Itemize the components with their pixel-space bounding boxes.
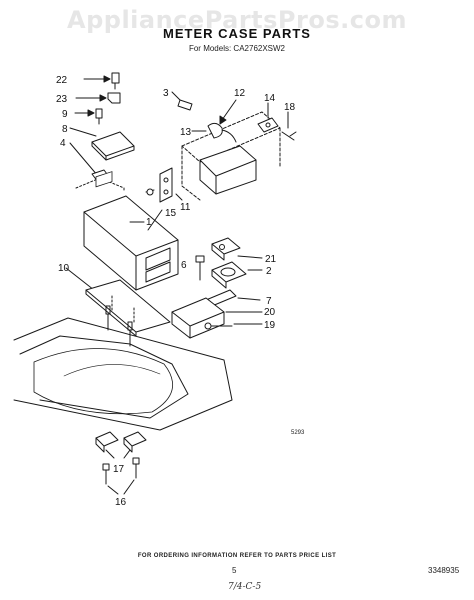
part-16-screws — [102, 457, 140, 495]
callout-11: 11 — [180, 202, 191, 213]
callout-7: 7 — [266, 296, 272, 307]
callout-13: 13 — [180, 127, 192, 138]
document-number: 3348935 — [428, 566, 460, 575]
part-8-plate — [69, 127, 135, 161]
part-14-switch — [257, 102, 279, 133]
part-13-connector — [191, 122, 237, 143]
handwritten-note: 7/4-C-5 — [228, 582, 262, 592]
part-18-screw — [281, 111, 297, 141]
callout-15: 15 — [165, 208, 177, 219]
callout-21: 21 — [265, 254, 277, 265]
callout-2: 2 — [266, 266, 272, 277]
page-title: METER CASE PARTS — [163, 26, 311, 41]
callout-23: 23 — [56, 94, 68, 105]
part-15-leader — [147, 209, 163, 231]
callout-8: 8 — [62, 124, 68, 135]
figure-number: 5293 — [291, 430, 305, 436]
callout-18: 18 — [284, 102, 296, 113]
part-10-mounting-plate — [65, 267, 171, 337]
part-7-cover — [205, 289, 261, 307]
part-11-bracket — [145, 167, 183, 203]
callout-12: 12 — [234, 88, 246, 99]
callout-16: 16 — [115, 497, 127, 508]
part-23-clip — [75, 92, 121, 104]
callout-10: 10 — [58, 263, 70, 274]
callout-3: 3 — [163, 88, 169, 99]
part-9-screw — [74, 108, 103, 125]
callout-6: 6 — [181, 260, 187, 271]
part-21-bracket — [211, 237, 263, 261]
ordering-note: FOR ORDERING INFORMATION REFER TO PARTS … — [137, 553, 337, 559]
callout-labels: 22 23 9 8 4 3 12 14 18 13 11 1 15 10 6 2… — [56, 75, 296, 508]
part-6-screw — [195, 255, 205, 281]
callout-1: 1 — [146, 217, 152, 228]
site-watermark: AppliancePartsPros.com — [67, 6, 407, 34]
part-20-drawer — [171, 297, 263, 339]
model-subtitle: For Models: CA2762XSW2 — [188, 44, 286, 53]
part-22-screw — [83, 72, 120, 90]
mounting-screws — [105, 305, 133, 347]
callout-4: 4 — [60, 138, 66, 149]
callout-14: 14 — [264, 93, 276, 104]
part-3-screw — [171, 91, 193, 111]
page-number: 5 — [232, 566, 237, 575]
part-19-screw — [204, 322, 263, 330]
part-1-meter-case — [83, 171, 179, 291]
callout-17: 17 — [113, 464, 125, 475]
callout-19: 19 — [264, 320, 276, 331]
callout-20: 20 — [264, 307, 276, 318]
callout-22: 22 — [56, 75, 68, 86]
part-2-knob-housing — [211, 261, 263, 289]
part-17-hinge-brackets — [95, 431, 147, 459]
washer-top-outline — [13, 317, 233, 431]
part-12-meter-box — [181, 99, 281, 201]
callout-9: 9 — [62, 109, 68, 120]
